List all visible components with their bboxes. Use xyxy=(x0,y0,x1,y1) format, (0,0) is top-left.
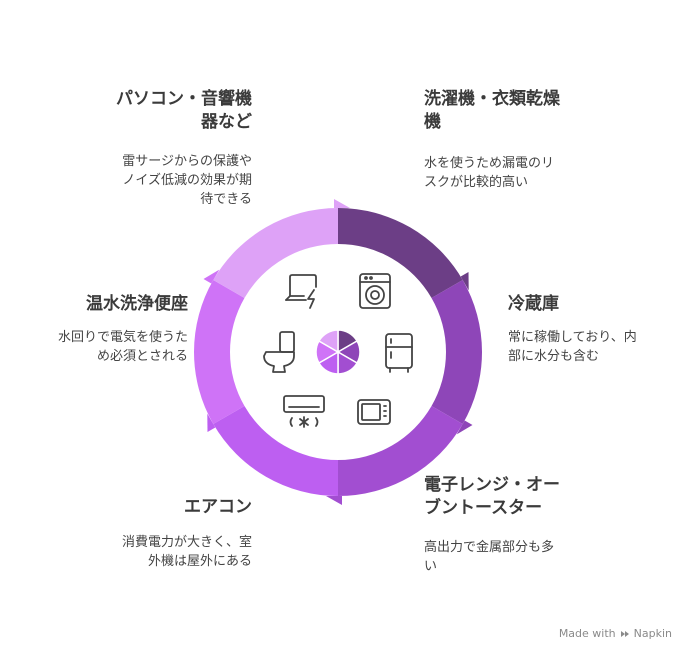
footer-credit[interactable]: Made with Napkin xyxy=(559,627,672,640)
toilet-icon xyxy=(263,331,295,373)
desc-pc: 雷サージからの保護や ノイズ低減の効果が期 待できる xyxy=(122,154,252,207)
arrowhead-aircon xyxy=(207,413,216,432)
label-pc: パソコン・音響機 器など 雷サージからの保護や ノイズ低減の効果が期 待できる xyxy=(62,88,252,209)
desc-microwave: 高出力で金属部分も多 い xyxy=(424,540,555,574)
label-fridge: 冷蔵庫 常に稼働しており、内 部に水分も含む xyxy=(508,293,678,366)
arrowhead-washer xyxy=(460,272,469,291)
center-pie-slice-pc xyxy=(317,329,339,354)
desc-aircon: 消費電力が大きく、室 外機は屋外にある xyxy=(121,535,252,569)
arrowhead-fridge xyxy=(456,420,473,435)
label-aircon: エアコン 消費電力が大きく、室 外機は屋外にある xyxy=(70,496,252,571)
title-pc: パソコン・音響機 器など xyxy=(116,89,252,132)
title-washer: 洗濯機・衣類乾燥 機 xyxy=(424,89,560,132)
microwave-icon xyxy=(357,399,391,425)
arrowhead-microwave xyxy=(326,496,342,505)
label-microwave: 電子レンジ・オー ブントースター 高出力で金属部分も多 い xyxy=(424,474,614,576)
ring-segment-pc xyxy=(213,208,338,298)
refrigerator-icon xyxy=(385,333,413,373)
title-aircon: エアコン xyxy=(184,497,252,517)
desc-washer: 水を使うため漏電のリ スクが比較的高い xyxy=(424,156,555,190)
ring-segment-fridge xyxy=(431,280,482,424)
napkin-brand: Napkin xyxy=(633,627,672,640)
air-conditioner-icon xyxy=(283,395,325,428)
laptop-power-icon xyxy=(285,274,317,309)
title-microwave: 電子レンジ・オー ブントースター xyxy=(424,475,560,518)
napkin-logo-icon xyxy=(620,630,629,637)
title-toilet: 温水洗浄便座 xyxy=(86,294,188,314)
label-washer: 洗濯機・衣類乾燥 機 水を使うため漏電のリ スクが比較的高い xyxy=(424,88,614,192)
ring-segment-microwave xyxy=(338,406,463,496)
title-fridge: 冷蔵庫 xyxy=(508,294,559,314)
ring-segment-aircon xyxy=(213,406,338,496)
desc-toilet: 水回りで電気を使うた め必須とされる xyxy=(57,330,188,364)
washing-machine-icon xyxy=(359,273,391,309)
arrowhead-toilet xyxy=(203,269,220,284)
label-toilet: 温水洗浄便座 水回りで電気を使うた め必須とされる xyxy=(10,293,188,366)
arrowhead-pc xyxy=(334,199,350,208)
ring-segment-toilet xyxy=(194,280,245,424)
ring-segment-washer xyxy=(338,208,463,298)
desc-fridge: 常に稼働しており、内 部に水分も含む xyxy=(508,330,637,364)
made-with-text: Made with xyxy=(558,627,616,640)
